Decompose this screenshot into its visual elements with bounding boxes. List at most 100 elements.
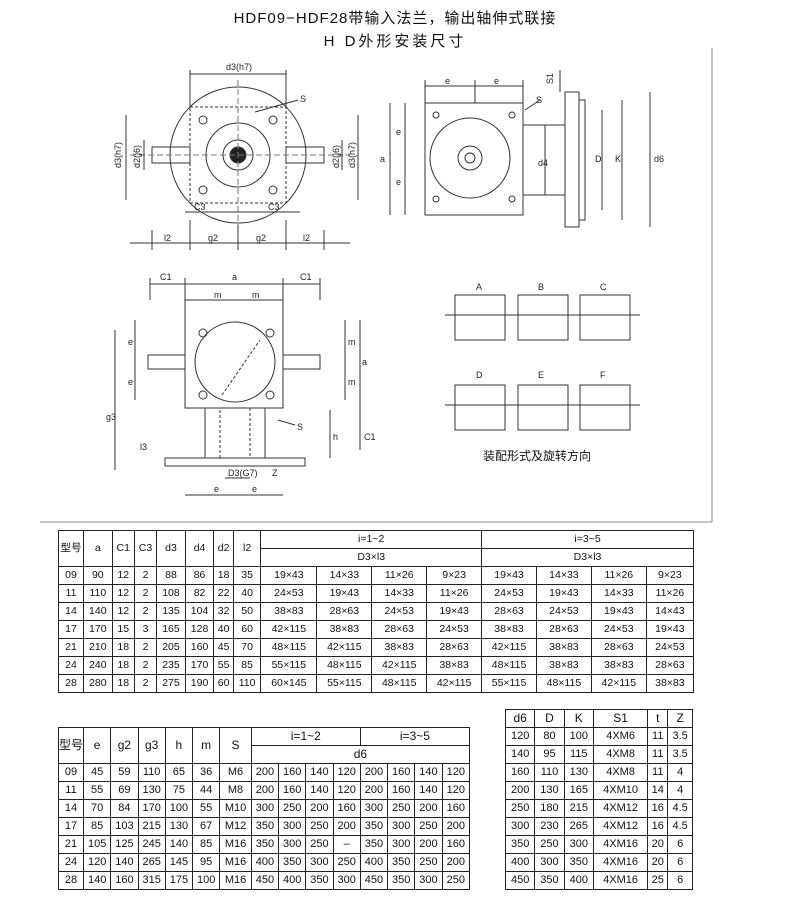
view-bottom: [114, 278, 361, 496]
header-g2: g2: [110, 727, 139, 764]
table-cell: 38×83: [316, 620, 373, 639]
page-subtitle: H D外形安装尺寸: [323, 33, 467, 50]
table-cell: 200: [414, 835, 443, 854]
label-d6: d6: [654, 154, 664, 164]
table-cell: 160: [441, 799, 471, 818]
table-cell: 11×26: [645, 584, 695, 603]
label-d3: d3(h7): [226, 62, 252, 72]
header-ratio-3-5: i=3~5: [359, 727, 471, 746]
table-cell: 3: [133, 620, 158, 639]
table-cell: 300: [250, 799, 280, 818]
table-cell: 250: [332, 853, 361, 872]
table-cell: 2: [133, 566, 158, 585]
table-cell: 100: [563, 727, 594, 746]
table-cell: 265: [137, 853, 166, 872]
label-c1-vertical: C1: [364, 432, 376, 442]
table-cell: 11×26: [590, 566, 647, 585]
table-cell: 160: [441, 835, 471, 854]
header-K: K: [563, 709, 594, 728]
table-cell: 18: [111, 674, 135, 693]
table-cell: 55: [192, 799, 221, 818]
table-cell: 160: [504, 763, 536, 782]
table-cell: 450: [250, 871, 280, 890]
table-cell: 110: [232, 674, 262, 693]
table-cell: 250: [278, 799, 307, 818]
table-cell: 24: [58, 656, 84, 675]
label-l2-right: l2: [303, 233, 310, 243]
form-e-label: E: [538, 370, 544, 380]
table-cell: 100: [192, 871, 221, 890]
table-cell: 28×63: [645, 656, 695, 675]
table-cell: 4XM12: [592, 817, 649, 836]
table-cell: 300: [305, 853, 334, 872]
table-cell: 28×63: [371, 620, 428, 639]
label-g3: g3: [106, 412, 116, 422]
table-cell: 19×43: [590, 602, 647, 621]
label-c3-right: C3: [268, 202, 280, 212]
header-t: t: [647, 709, 669, 728]
table-cell: 4XM10: [592, 781, 649, 800]
table-cell: 170: [83, 620, 113, 639]
table-cell: 18: [111, 656, 135, 675]
table-cell: 450: [504, 871, 536, 890]
table-cell: 24×53: [481, 584, 537, 603]
table-cell: 22: [213, 584, 234, 603]
table-cell: 12: [111, 584, 135, 603]
table-cell: 115: [563, 745, 594, 764]
label-c3-left: C3: [194, 202, 206, 212]
label-e-bottom-1: e: [214, 484, 219, 494]
label-d3-vertical: d3(h7): [113, 142, 123, 168]
table-cell: 140: [414, 781, 443, 800]
table-cell: 38×83: [535, 656, 592, 675]
table-cell: 250: [414, 853, 443, 872]
table-cell: 300: [278, 817, 307, 836]
table-cell: M16: [219, 853, 252, 872]
table-cell: 59: [110, 763, 139, 782]
table-cell: 18: [213, 566, 234, 585]
table-cell: M16: [219, 835, 252, 854]
table-cell: 16: [647, 799, 669, 818]
table-cell: 200: [332, 817, 361, 836]
label-D3-g7: D3(G7): [228, 468, 258, 478]
table-cell: 55×115: [481, 674, 537, 693]
header-d3-l3-1: D3×l3: [260, 548, 483, 567]
table-cell: 165: [563, 781, 594, 800]
table-cell: 11×26: [371, 566, 428, 585]
table-cell: 50: [232, 602, 262, 621]
header-d6: d6: [504, 709, 536, 728]
table-cell: 145: [164, 853, 194, 872]
table-cell: 170: [184, 656, 215, 675]
table-cell: 105: [83, 835, 112, 854]
table-cell: 160: [184, 638, 215, 657]
label-z: Z: [272, 468, 278, 478]
label-a-side: a: [380, 154, 385, 164]
table-cell: 4.5: [667, 799, 693, 818]
table-cell: 350: [563, 853, 594, 872]
table-cell: 12: [111, 602, 135, 621]
table-cell: 2: [133, 602, 158, 621]
table-cell: 350: [387, 871, 416, 890]
table-cell: 140: [83, 871, 112, 890]
table-cell: 120: [441, 781, 471, 800]
label-e-left-1: e: [128, 337, 133, 347]
table-cell: 11: [647, 763, 669, 782]
header-d2: d2: [213, 530, 234, 567]
table-cell: 19×43: [426, 602, 483, 621]
table-cell: 300: [387, 817, 416, 836]
table-cell: M10: [219, 799, 252, 818]
table-cell: 6: [667, 853, 693, 872]
table-cell: 60×145: [260, 674, 318, 693]
table-cell: 42×115: [426, 674, 483, 693]
table-cell: 4: [667, 781, 693, 800]
table-cell: 130: [563, 763, 594, 782]
table-cell: 300: [563, 835, 594, 854]
table-cell: 85: [83, 817, 112, 836]
label-e-top-2: e: [494, 76, 499, 86]
table-cell: 200: [504, 781, 536, 800]
table-cell: 400: [504, 853, 536, 872]
table-cell: 160: [278, 763, 307, 782]
